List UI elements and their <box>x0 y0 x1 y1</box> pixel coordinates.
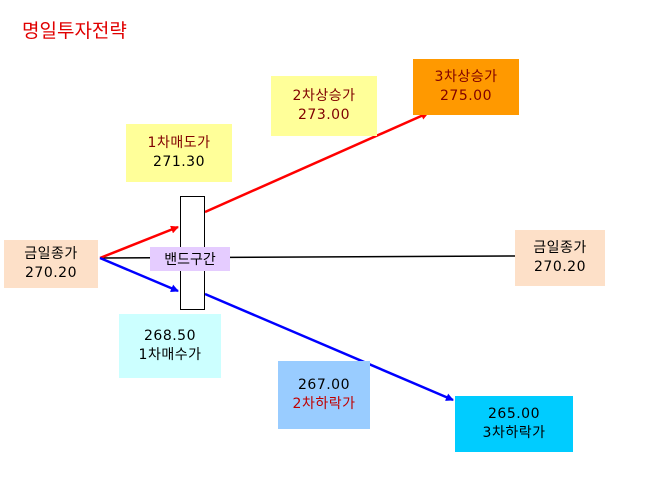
close-target-value: 270.20 <box>534 259 586 275</box>
up-arrow-to-sell3 <box>204 111 429 214</box>
today-close-box: 금일종가 270.20 <box>4 240 98 288</box>
today-close-value: 270.20 <box>25 265 77 281</box>
sell3-label: 3차상승가 <box>434 69 498 85</box>
buy1-value: 268.50 <box>144 328 196 344</box>
sell1-box: 1차매도가 271.30 <box>126 124 232 182</box>
low2-label: 2차하락가 <box>292 396 356 412</box>
low3-label: 3차하락가 <box>482 425 546 441</box>
down-arrow-to-low3 <box>204 292 454 402</box>
sell3-box: 3차상승가 275.00 <box>413 59 519 115</box>
low3-box: 265.00 3차하락가 <box>455 396 573 452</box>
buy1-box: 268.50 1차매수가 <box>119 314 221 378</box>
sell1-label: 1차매도가 <box>147 135 211 151</box>
up-arrow-to-band <box>99 225 179 260</box>
low3-value: 265.00 <box>488 406 540 422</box>
low2-value: 267.00 <box>298 377 350 393</box>
page-title: 명일투자전략 <box>22 20 127 42</box>
sell2-box: 2차상승가 273.00 <box>271 76 377 136</box>
sell2-value: 273.00 <box>298 107 350 123</box>
band-range-label: 밴드구간 <box>150 247 230 271</box>
close-target-box: 금일종가 270.20 <box>515 230 605 286</box>
sell1-value: 271.30 <box>153 154 205 170</box>
buy1-label: 1차매수가 <box>138 347 202 363</box>
low2-box: 267.00 2차하락가 <box>278 361 370 429</box>
down-arrow-to-band <box>99 256 179 293</box>
sell3-value: 275.00 <box>440 88 492 104</box>
sell2-label: 2차상승가 <box>292 88 356 104</box>
today-close-label: 금일종가 <box>24 246 78 262</box>
close-target-label: 금일종가 <box>533 240 587 256</box>
